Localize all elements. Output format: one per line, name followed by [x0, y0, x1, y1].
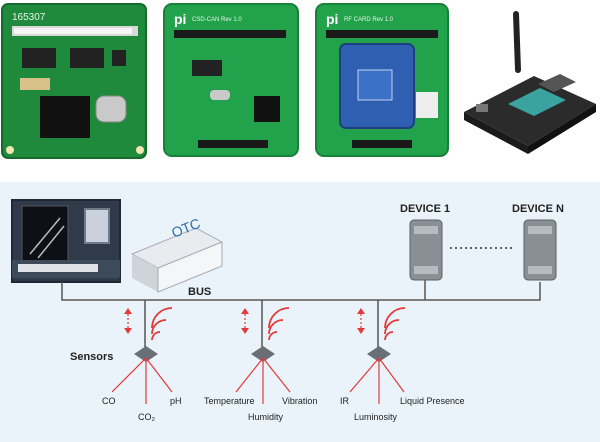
sensors-title: Sensors	[70, 351, 113, 363]
device-n-label: DEVICE N	[512, 203, 564, 215]
device-n	[523, 219, 557, 281]
serial-board-silk: 165307	[12, 12, 46, 23]
sensor-label-temperature: Temperature	[204, 396, 255, 406]
rf-board-logo: pi	[326, 11, 338, 27]
sensor-label-luminosity: Luminosity	[354, 412, 398, 422]
sensor-label-ir: IR	[340, 396, 350, 406]
control-terminal	[11, 199, 121, 283]
sensor-node-3: IR Luminosity Liquid Presence	[340, 307, 465, 422]
device-1-label: DEVICE 1	[400, 203, 450, 215]
bus-label: BUS	[188, 286, 211, 298]
serial-board-photo: 165307	[1, 3, 147, 159]
rf-board-photo: pi RF CARD Rev 1.0	[315, 3, 449, 157]
sensor-label-ph: pH	[170, 396, 182, 406]
device-1	[409, 219, 443, 281]
sensor-label-vibration: Vibration	[282, 396, 317, 406]
can-board-silk: CSD-CAN Rev 1.0	[192, 17, 242, 23]
can-board-photo: pi CSD-CAN Rev 1.0	[163, 3, 299, 157]
can-board-logo: pi	[174, 11, 186, 27]
network-diagram: OTC BUS DEVICE 1 DEVICE N Sensors CO CO₂…	[0, 182, 600, 442]
otc-device: OTC	[130, 215, 224, 293]
sensor-label-co: CO	[102, 396, 116, 406]
rf-board-silk: RF CARD Rev 1.0	[344, 17, 394, 23]
sensor-label-co2: CO₂	[138, 412, 156, 422]
gateway-board-photo	[464, 11, 596, 154]
sensor-node-1: CO CO₂ pH	[102, 307, 182, 422]
sensor-label-humidity: Humidity	[248, 412, 284, 422]
sensor-node-2: Temperature Humidity Vibration	[204, 307, 317, 422]
sensor-label-liquid-presence: Liquid Presence	[400, 396, 465, 406]
